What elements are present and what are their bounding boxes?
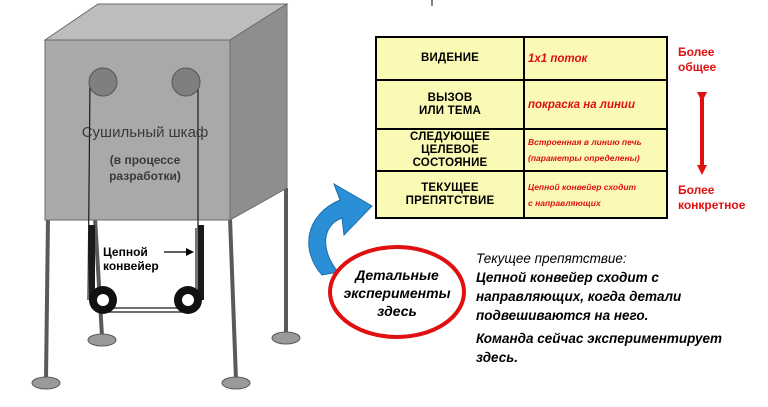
key-line: ЦЕЛЕВОЕ: [421, 143, 479, 156]
oven-status-line2: разработки): [109, 169, 181, 183]
oven-legs: [44, 188, 288, 381]
label-concrete-line2: конкретное: [678, 198, 746, 212]
table-row: ТЕКУЩЕЕ ПРЕПЯТСТВИЕ Цепной конвейер сход…: [375, 170, 668, 219]
target-state-value: Встроенная в линию печь (параметры опред…: [523, 127, 668, 173]
lower-wheel-left: [89, 286, 117, 314]
label-more-concrete: Более конкретное: [678, 183, 745, 213]
value-line: Цепной конвейер сходит: [528, 181, 637, 192]
vision-value: 1x1 поток: [523, 35, 668, 82]
table-row: СЛЕДУЮЩЕЕ ЦЕЛЕВОЕ СОСТОЯНИЕ Встроенная в…: [375, 127, 668, 173]
cabinet-front: [44, 39, 231, 221]
note-heading: Текущее препятствие:: [476, 251, 627, 266]
value-line: с направляющих: [528, 197, 601, 208]
cabinet-side: [229, 3, 288, 221]
oven-status: (в процессе разработки): [70, 152, 220, 184]
upper-wheel-right: [171, 67, 201, 97]
a3-table: ВИДЕНИЕ 1x1 поток ВЫЗОВ ИЛИ ТЕМА покраск…: [375, 35, 668, 219]
key-line: ВЫЗОВ: [427, 91, 473, 104]
lower-wheel-right: [174, 286, 202, 314]
value-line: Встроенная в линию печь: [528, 137, 642, 148]
label-concrete-line1: Более: [678, 183, 715, 197]
target-state-key: СЛЕДУЮЩЕЕ ЦЕЛЕВОЕ СОСТОЯНИЕ: [375, 127, 525, 173]
key-line: ИЛИ ТЕМА: [419, 104, 481, 117]
leg-feet: [31, 331, 301, 390]
experiments-label: Детальные эксперименты здесь: [330, 248, 464, 338]
drying-oven-cabinet: [43, 3, 289, 221]
experiments-line3: здесь: [377, 303, 417, 319]
value-line: (параметры определены): [528, 153, 640, 164]
conveyor-label-line1: Цепной: [103, 245, 148, 259]
oven-title: Сушильный шкаф: [81, 124, 209, 141]
blue-curved-arrow: [308, 182, 373, 276]
challenge-value: покраска на линии: [523, 79, 668, 130]
experiments-line2: эксперименты: [343, 285, 451, 301]
label-general-line1: Более: [678, 45, 715, 59]
note-team: Команда сейчас экспериментирует здесь.: [476, 331, 723, 365]
conveyor-label: Цепной конвейер: [103, 245, 193, 273]
note-body: Цепной конвейер сходит с направляющих, к…: [476, 270, 682, 323]
key-line: ТЕКУЩЕЕ: [421, 181, 479, 194]
label-general-line2: общее: [678, 60, 717, 74]
experiments-line1: Детальные: [355, 267, 439, 283]
conveyor-frame: [89, 225, 204, 300]
obstacle-value: Цепной конвейер сходит с направляющих: [523, 170, 668, 219]
challenge-key: ВЫЗОВ ИЛИ ТЕМА: [375, 79, 525, 130]
vision-key: ВИДЕНИЕ: [375, 35, 525, 82]
table-row: ВЫЗОВ ИЛИ ТЕМА покраска на линии: [375, 79, 668, 130]
key-line: СЛЕДУЮЩЕЕ: [410, 130, 490, 143]
experiments-ellipse: [328, 245, 466, 339]
key-line: ВИДЕНИЕ: [420, 52, 480, 65]
obstacle-note: Текущее препятствие: Цепной конвейер схо…: [476, 249, 766, 367]
table-row: ВИДЕНИЕ 1x1 поток: [375, 35, 668, 82]
obstacle-key: ТЕКУЩЕЕ ПРЕПЯТСТВИЕ: [375, 170, 525, 219]
upper-wheel-left: [88, 67, 118, 97]
conveyor-label-line2: конвейер: [103, 259, 159, 273]
label-more-general: Более общее: [678, 45, 716, 75]
oven-status-line1: (в процессе: [109, 153, 181, 167]
key-line: СОСТОЯНИЕ: [412, 156, 488, 169]
key-line: ПРЕПЯТСТВИЕ: [405, 194, 495, 207]
